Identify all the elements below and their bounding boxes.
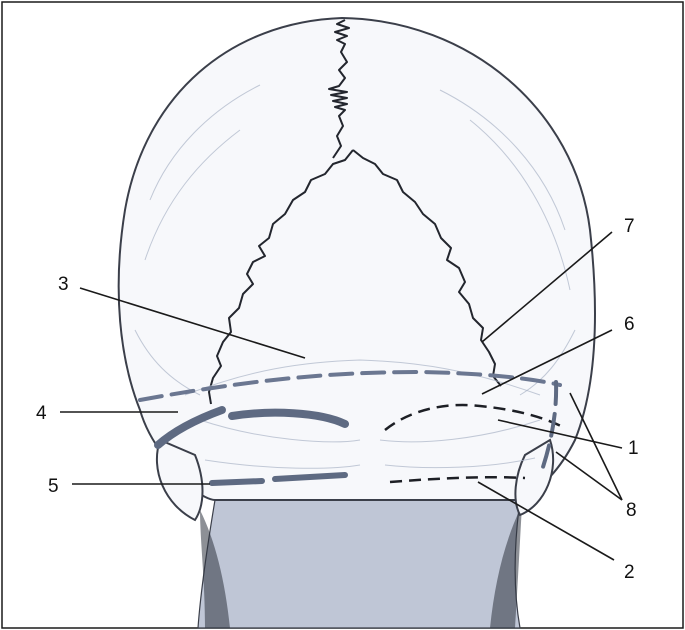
label-1: 1 xyxy=(628,438,639,459)
neck-region xyxy=(198,500,520,628)
label-2: 2 xyxy=(624,562,635,583)
incision-line-5-left xyxy=(212,481,262,483)
label-6: 6 xyxy=(624,314,635,335)
label-4: 4 xyxy=(36,403,47,424)
label-5: 5 xyxy=(48,476,59,497)
incision-line-5-right xyxy=(275,475,345,479)
label-7: 7 xyxy=(624,216,635,237)
leader-8-lower xyxy=(556,452,622,500)
label-3: 3 xyxy=(58,274,69,295)
label-8: 8 xyxy=(626,500,637,521)
